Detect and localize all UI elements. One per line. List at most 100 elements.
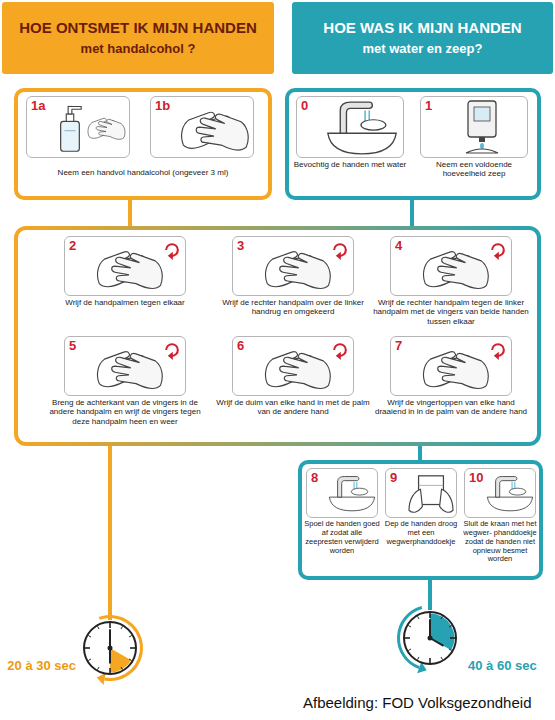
clock-tick — [405, 637, 410, 639]
clock-tick — [429, 658, 431, 663]
clock-tick — [109, 668, 111, 673]
step-number: 1a — [31, 98, 45, 114]
hands-drawing — [182, 112, 249, 150]
clock-tick — [408, 626, 411, 628]
step-group: 8Spoel de handen goed af zodat alle zeep… — [298, 460, 543, 580]
step-number: 3 — [237, 238, 244, 254]
hands-drawing — [88, 118, 125, 139]
step-caption: Sluit de kraan met het wegwer- phanddoek… — [462, 520, 538, 564]
duration-label: 20 à 30 sec — [7, 658, 76, 674]
step-group: Neem een handvol handalcohol (ongeveer 3… — [14, 88, 272, 200]
step-card: 1a — [26, 96, 130, 158]
flow-line — [428, 580, 432, 610]
step-card: 8Spoel de handen goed af zodat alle zeep… — [306, 468, 378, 518]
step-group: 0Bevochtig de handen met water1Neem een … — [285, 88, 541, 200]
step-card: 0Bevochtig de handen met water — [296, 96, 404, 158]
motion-arrow — [492, 344, 504, 360]
step-caption: Wrijf de handpalmen tegen elkaar — [47, 298, 203, 307]
step-card: 6Wrijf de duim van elke hand in met de p… — [232, 336, 354, 396]
hands-drawing — [266, 252, 331, 289]
flow-line — [410, 200, 414, 226]
hands-drawing — [98, 352, 163, 389]
header-title: HOE WAS IK MIJN HANDEN — [323, 19, 521, 37]
header-subtitle: met water en zeep? — [363, 41, 483, 57]
step-number: 1b — [155, 98, 170, 114]
step-group: 2Wrijf de handpalmen tegen elkaar3Wrijf … — [14, 226, 541, 446]
clock-tick — [450, 637, 455, 639]
clock-tick — [98, 667, 100, 670]
step-card: 1b — [150, 96, 254, 158]
clock-tick — [129, 659, 132, 661]
timer-clock: 20 à 30 sec — [82, 620, 138, 676]
step-number: 0 — [301, 98, 308, 114]
clock-tick — [98, 626, 100, 629]
motion-arrow — [166, 344, 178, 360]
soap-dispenser — [466, 101, 498, 153]
clock-hand — [109, 629, 111, 648]
step-caption: Neem een voldoende hoeveelheid zeep — [417, 160, 531, 179]
clock-tick — [121, 667, 123, 670]
header-title: HOE ONTSMET IK MIJN HANDEN — [19, 19, 257, 37]
clock-tick — [449, 626, 452, 628]
clock-pivot — [428, 636, 433, 641]
step-number: 4 — [395, 238, 402, 254]
flow-line — [108, 446, 112, 620]
hands-drawing — [424, 352, 489, 389]
clock-tick — [129, 636, 132, 638]
clock-tick — [88, 659, 91, 661]
timer-clock: 40 à 60 sec — [402, 610, 458, 666]
clock-tick — [429, 613, 431, 618]
step-card: 10Sluit de kraan met het wegwer- phanddo… — [464, 468, 536, 518]
hands-drawing — [266, 352, 331, 389]
motion-arrow — [334, 244, 346, 260]
clock-drawing — [84, 615, 143, 685]
towel-drawing — [409, 476, 453, 512]
clock-tick — [441, 616, 443, 619]
section-header: HOE WAS IK MIJN HANDEN met water en zeep? — [292, 2, 553, 74]
time-wedge — [110, 648, 131, 673]
step-card: 4Wrijf de rechter handpalm tegen de link… — [390, 236, 512, 296]
step-card: 9Dep de handen droog met een wegwerphand… — [385, 468, 457, 518]
sink-drawing — [329, 477, 374, 511]
step-card: 3Wrijf de rechter handpalm over de linke… — [232, 236, 354, 296]
flow-line — [128, 200, 132, 226]
clock-drawing — [397, 606, 456, 673]
section-header: HOE ONTSMET IK MIJN HANDEN met handalcoho… — [2, 2, 274, 74]
step-caption: Neem een handvol handalcohol (ongeveer 3… — [24, 168, 262, 178]
step-number: 6 — [237, 338, 244, 354]
hands-drawing — [98, 252, 163, 289]
step-caption: Wrijf de rechter handpalm tegen de linke… — [373, 298, 529, 326]
step-number: 8 — [311, 470, 318, 486]
sink-drawing — [328, 102, 396, 154]
flow-line — [418, 446, 422, 460]
step-card: 7Wrijf de vingertoppen van elke hand dra… — [390, 336, 512, 396]
clock-tick — [441, 657, 443, 660]
clock-tick — [418, 657, 420, 660]
group-border — [16, 228, 539, 444]
header-subtitle: met handalcohol ? — [81, 41, 196, 57]
motion-arrow — [166, 244, 178, 260]
clock-tick — [418, 616, 420, 619]
step-card: 5Breng de achterkant van de vingers in d… — [64, 336, 186, 396]
clock-dial — [404, 612, 456, 664]
clock-tick — [449, 649, 452, 651]
step-number: 5 — [69, 338, 76, 354]
sink-drawing — [487, 477, 532, 511]
image-credit: Afbeelding: FOD Volksgezondheid — [303, 694, 531, 712]
clock-tick — [121, 626, 123, 629]
clock-tick — [130, 647, 135, 649]
step-caption: Breng de achterkant van de vingers in de… — [47, 398, 203, 426]
motion-arrow — [334, 344, 346, 360]
clock-dial — [84, 622, 136, 674]
step-caption: Spoel de handen goed af zodat alle zeepr… — [304, 520, 380, 555]
step-card: 2Wrijf de handpalmen tegen elkaar — [64, 236, 186, 296]
clock-tick — [85, 647, 90, 649]
step-number: 10 — [469, 470, 483, 486]
clock-tick — [408, 649, 411, 651]
clock-face — [402, 610, 458, 666]
step-caption: Bevochtig de handen met water — [293, 160, 407, 169]
hands-drawing — [424, 252, 489, 289]
time-wedge — [430, 614, 455, 651]
